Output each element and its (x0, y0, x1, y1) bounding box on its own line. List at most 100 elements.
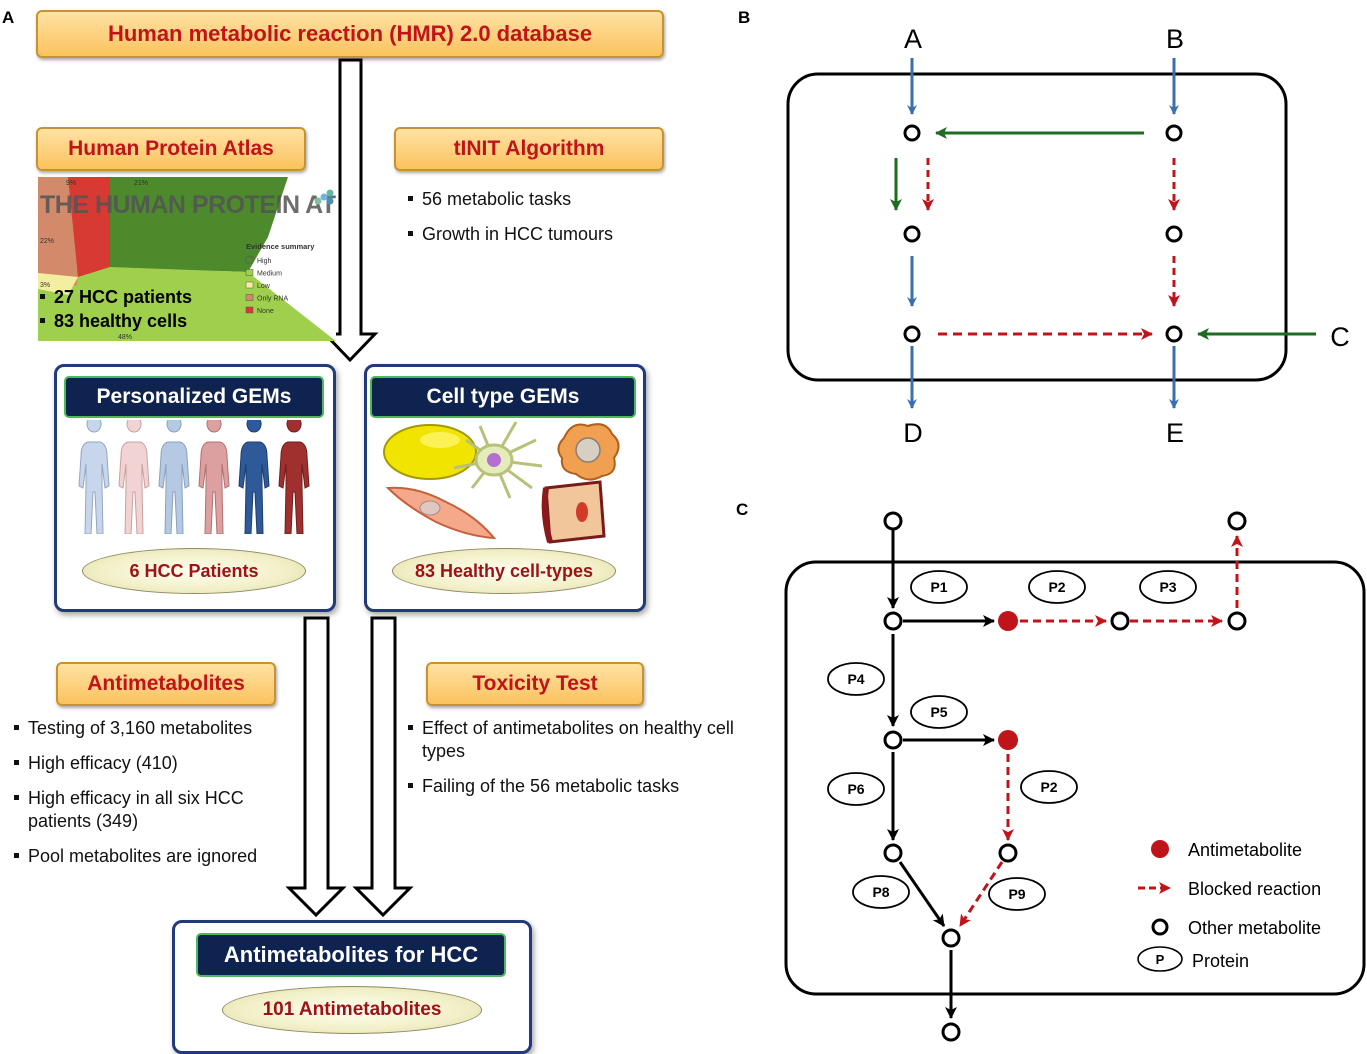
hollow-arrow-right-down (352, 616, 414, 918)
metabolite-node (883, 843, 903, 863)
protein-p8 (852, 875, 910, 909)
legend-protein-symbol (1137, 946, 1183, 972)
personalized-gems-title: Personalized GEMs (64, 376, 324, 418)
node-label-e: E (1166, 418, 1184, 448)
hpa-logo-icon (314, 189, 334, 205)
hpa-image: 9% 21% 22% 3% 48% THE HUMAN PROTEIN ATLA… (38, 177, 336, 341)
antimetabolites-bullet-efficacy: High efficacy (410) (14, 752, 294, 775)
hpa-pct-none: 9% (66, 180, 76, 187)
legend-blocked-label: Blocked reaction (1188, 879, 1321, 899)
hpa-legend-label: Only RNA (257, 296, 288, 303)
hpa-legend-title: Evidence summary (246, 242, 315, 251)
hpa-pie-chart: 9% 21% 22% 3% 48% THE HUMAN PROTEIN ATLA… (38, 177, 336, 341)
cell-macrophage (557, 423, 620, 481)
hpa-title: Human Protein Atlas (36, 127, 306, 171)
protein-p9 (988, 877, 1046, 911)
protein-label: P4 (847, 671, 864, 687)
metabolite-node (1227, 511, 1247, 531)
node-label-b: B (1166, 24, 1184, 54)
antimetabolites-bullets: Testing of 3,160 metabolites High effica… (14, 717, 294, 880)
legend-protein-symbol-letter: P (1156, 952, 1165, 967)
hollow-arrow-left-down (285, 616, 347, 918)
toxicity-title: Toxicity Test (426, 662, 644, 706)
hcc-patients-label: 6 HCC Patients (82, 548, 306, 594)
hpa-legend-swatch (245, 306, 254, 314)
legend-other-symbol (1151, 918, 1169, 936)
protein-p2 (1028, 570, 1086, 604)
metabolite-node (1165, 124, 1183, 142)
protein-p2-second (1020, 770, 1078, 804)
tinit-bullet-tasks: 56 metabolic tasks (408, 188, 688, 211)
protein-label: P9 (1008, 886, 1025, 902)
cell-images (383, 421, 620, 544)
node-label-c: C (1330, 322, 1350, 352)
legend-antimetabolite-symbol (1151, 840, 1169, 858)
metabolite-node (883, 730, 903, 750)
metabolite-node (998, 843, 1018, 863)
hpa-legend-swatch (245, 269, 254, 276)
hpa-legend-label: None (257, 308, 274, 315)
protein-label: P2 (1048, 579, 1065, 595)
hpa-pct-low: 3% (40, 282, 50, 289)
arrow-c-to-merge (898, 861, 946, 927)
protein-p5 (910, 695, 968, 729)
node-label-d: D (903, 418, 923, 448)
person-figure-6 (278, 420, 310, 534)
hpa-legend-swatch (245, 281, 254, 289)
hpa-legend-swatch (245, 256, 254, 264)
metabolite-node (1165, 225, 1183, 243)
cell-yellow-adipocyte (383, 424, 477, 480)
hpa-logo-text: THE HUMAN PROTEIN ATLAS (40, 191, 336, 219)
final-count-label: 101 Antimetabolites (222, 986, 482, 1034)
hpa-bullet-healthy: 83 healthy cells (40, 310, 192, 332)
metabolite-node (883, 511, 903, 531)
protein-label: P1 (930, 579, 947, 595)
toxicity-bullet-failing: Failing of the 56 metabolic tasks (408, 775, 738, 798)
protein-label: P2 (1040, 779, 1057, 795)
metabolite-node (903, 325, 921, 343)
protein-label: P3 (1159, 579, 1176, 595)
cell-boundary-c (784, 560, 1366, 996)
panel-a-hollow-arrows (285, 58, 414, 918)
protein-label: P5 (930, 704, 947, 720)
panel-c-diagram: P1 P2 P3 P4 P5 P6 P2 P8 P9 Antimetabolit… (784, 511, 1366, 1042)
person-figure-2 (118, 420, 150, 534)
hpa-legend-label: Medium (257, 271, 282, 278)
person-figure-4 (198, 420, 230, 534)
hpa-pct-onlyrna: 22% (40, 238, 54, 245)
tinit-title: tINIT Algorithm (394, 127, 664, 171)
metabolite-node (903, 225, 921, 243)
antimetabolites-bullet-pool: Pool metabolites are ignored (14, 845, 294, 868)
legend-other-label: Other metabolite (1188, 918, 1321, 938)
toxicity-bullets: Effect of antimetabolites on healthy cel… (408, 717, 738, 810)
tinit-bullet-growth: Growth in HCC tumours (408, 223, 688, 246)
protein-label: P8 (872, 884, 889, 900)
cell-hepatocyte (541, 480, 606, 544)
protein-p3 (1139, 570, 1197, 604)
panel-c-legend: Antimetabolite Blocked reaction Other me… (1137, 840, 1321, 972)
healthy-celltypes-label: 83 Healthy cell-types (392, 548, 616, 594)
hollow-arrow-hmr-down (321, 58, 379, 363)
hmr-database-title: Human metabolic reaction (HMR) 2.0 datab… (36, 10, 664, 58)
legend-antimetabolite-label: Antimetabolite (1188, 840, 1302, 860)
legend-protein-label: Protein (1192, 951, 1249, 971)
hpa-legend-label: Low (257, 283, 271, 290)
metabolite-node (1227, 611, 1247, 631)
antimetabolites-bullet-all-six: High efficacy in all six HCC patients (3… (14, 787, 280, 833)
toxicity-bullet-effect: Effect of antimetabolites on healthy cel… (408, 717, 738, 763)
cell-fibroblast (385, 486, 497, 540)
panel-c-letter: C (736, 500, 749, 519)
protein-p1 (910, 570, 968, 604)
metabolite-node (941, 928, 961, 948)
hpa-legend-swatch (245, 294, 254, 301)
metabolite-node (1165, 325, 1183, 343)
metabolite-node (1110, 611, 1130, 631)
protein-label: P6 (847, 781, 864, 797)
tinit-bullets: 56 metabolic tasks Growth in HCC tumours (408, 188, 688, 258)
antimetabolite-node (998, 611, 1018, 631)
cell-neuron (453, 421, 543, 499)
antimetabolites-title: Antimetabolites (56, 662, 276, 706)
antimetabolites-bullet-testing: Testing of 3,160 metabolites (14, 717, 294, 740)
human-figures (78, 420, 310, 534)
